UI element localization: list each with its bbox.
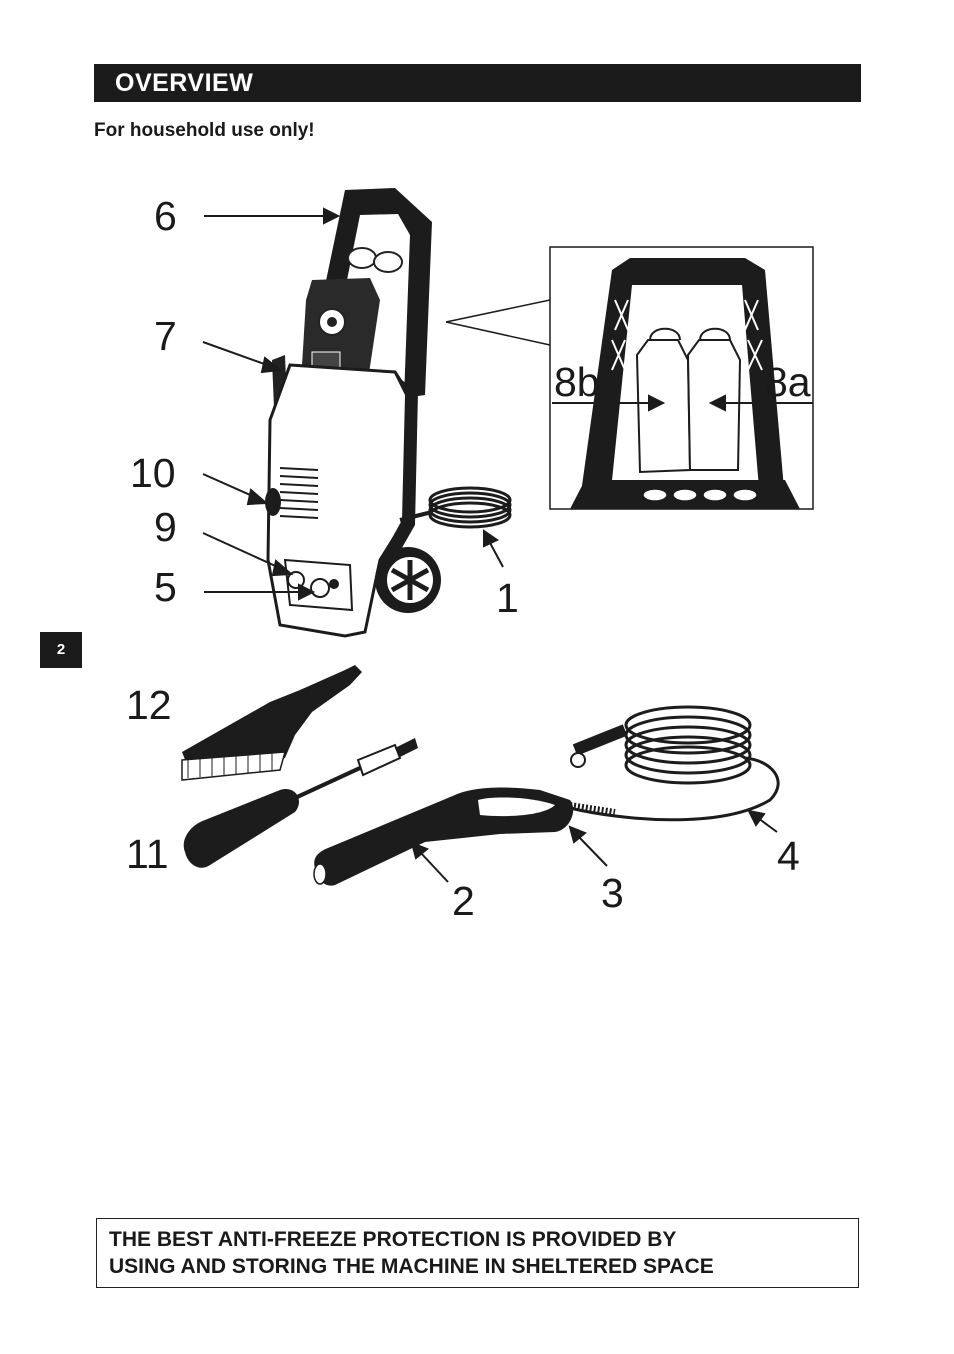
pressure-washer-illustration [181,188,814,886]
callout-10: 10 [130,450,176,496]
trigger-gun-illustration [313,787,574,886]
page-number: 2 [56,641,66,658]
detergent-tanks-inset [570,258,800,509]
callout-1: 1 [496,575,519,621]
callout-11: 11 [126,831,169,877]
callout-9: 9 [154,504,177,550]
callout-7: 7 [154,313,177,359]
hose-illustration [569,705,780,822]
callout-6: 6 [154,193,177,239]
callout-2: 2 [452,878,475,924]
page-number-tab: 2 [40,632,82,668]
notice-line-1: THE BEST ANTI-FREEZE PROTECTION IS PROVI… [109,1228,677,1251]
wash-brush-illustration [181,665,362,781]
callout-5: 5 [154,564,177,610]
callout-3: 3 [601,870,624,916]
callout-8b: 8b [554,359,600,405]
section-title: OVERVIEW [115,69,254,97]
lance-illustration [183,738,418,868]
callout-8a: 8a [765,359,811,405]
callout-12: 12 [126,682,172,728]
anti-freeze-notice: THE BEST ANTI-FREEZE PROTECTION IS PROVI… [96,1218,859,1288]
section-header: OVERVIEW [94,64,861,102]
callout-4: 4 [777,833,800,879]
household-use-note: For household use only! [94,120,315,141]
notice-line-2: USING AND STORING THE MACHINE IN SHELTER… [109,1255,714,1278]
